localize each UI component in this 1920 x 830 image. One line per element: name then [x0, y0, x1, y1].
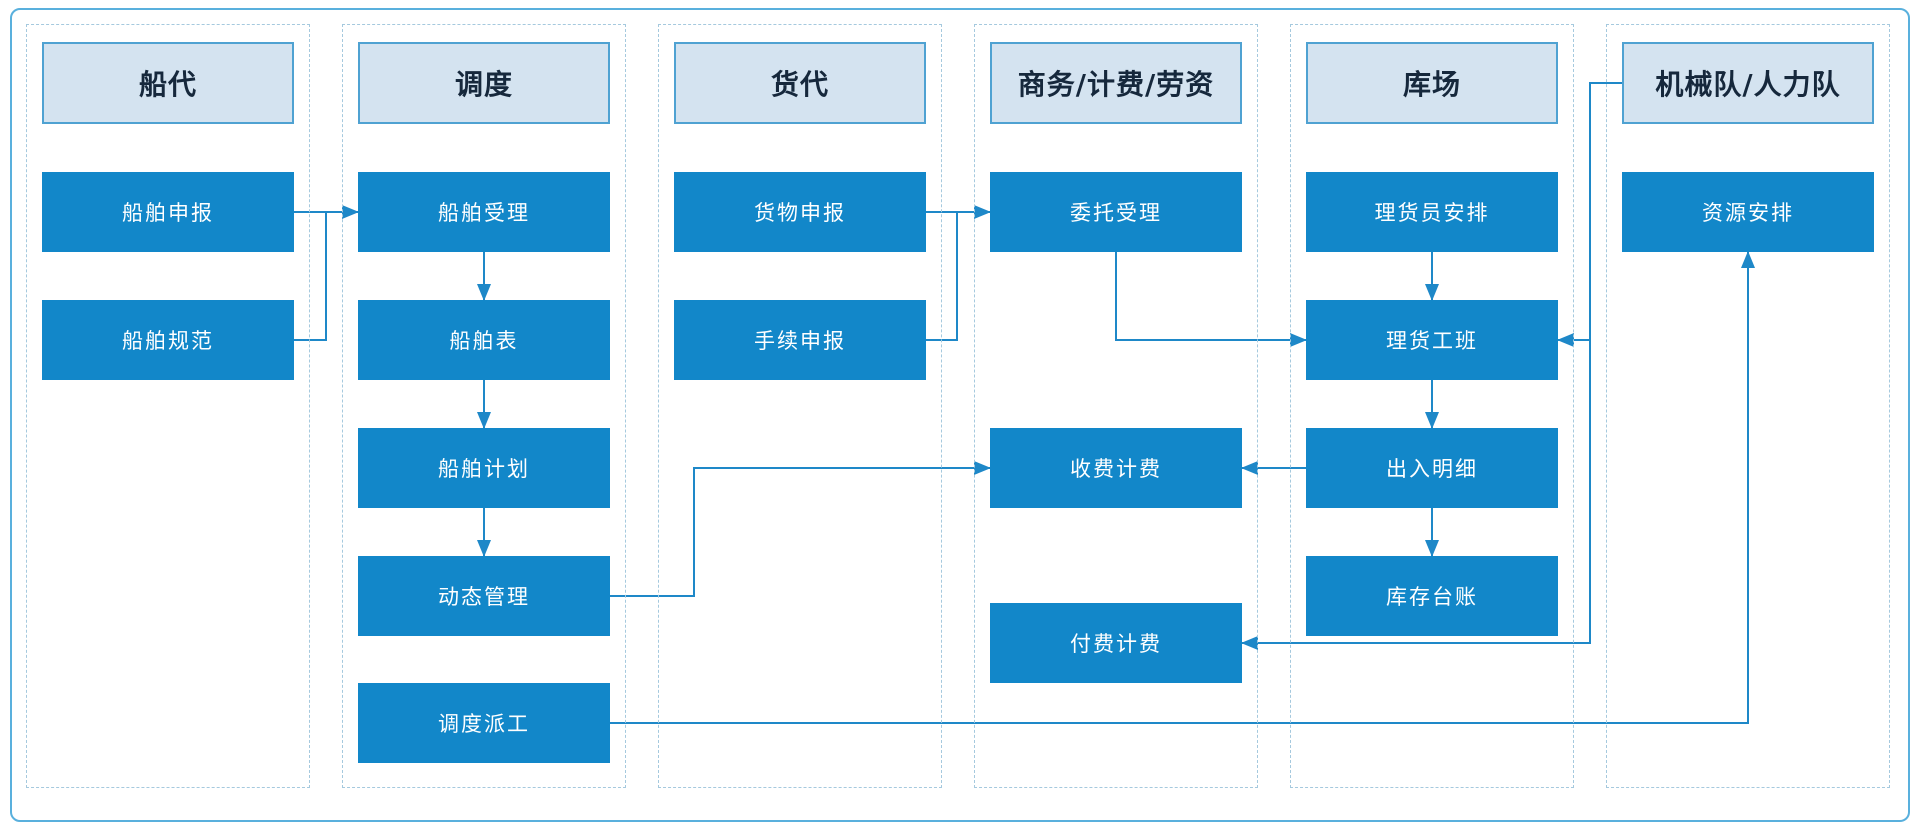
node-tally-shift: 理货工班	[1306, 300, 1558, 380]
edge-dynamic-mgmt-to-charge-billing	[610, 461, 991, 597]
lane-yard	[1290, 24, 1574, 788]
node-inventory-ledger: 库存台账	[1306, 556, 1558, 636]
node-dispatch-assign: 调度派工	[358, 683, 610, 763]
lane-commerce-billing-labor	[974, 24, 1258, 788]
lane-machine-labor-team	[1606, 24, 1890, 788]
node-resource-arrange: 资源安排	[1622, 172, 1874, 252]
node-pay-billing: 付费计费	[990, 603, 1242, 683]
edge-procedure-declare-to-entrust-accept	[926, 212, 958, 341]
node-ship-declare: 船舶申报	[42, 172, 294, 252]
node-cargo-declare: 货物申报	[674, 172, 926, 252]
lane-dispatch	[342, 24, 626, 788]
node-inout-detail: 出入明细	[1306, 428, 1558, 508]
lane-ship-agent	[26, 24, 310, 788]
outer-frame	[10, 8, 1910, 822]
lane-header-dispatch: 调度	[358, 42, 610, 124]
lane-header-yard: 库场	[1306, 42, 1558, 124]
edge-ship-spec-to-ship-accept	[294, 212, 327, 341]
node-charge-billing: 收费计费	[990, 428, 1242, 508]
lane-header-freight-agent: 货代	[674, 42, 926, 124]
lane-header-commerce-billing-labor: 商务/计费/劳资	[990, 42, 1242, 124]
edge-entrust-accept-to-tally-shift	[1115, 252, 1307, 347]
edge-dispatch-assign-to-resource-arrange	[610, 251, 1755, 724]
lane-header-ship-agent: 船代	[42, 42, 294, 124]
node-tally-staff: 理货员安排	[1306, 172, 1558, 252]
node-ship-plan: 船舶计划	[358, 428, 610, 508]
node-ship-accept: 船舶受理	[358, 172, 610, 252]
lane-header-machine-labor-team: 机械队/人力队	[1622, 42, 1874, 124]
node-ship-spec: 船舶规范	[42, 300, 294, 380]
node-entrust-accept: 委托受理	[990, 172, 1242, 252]
lane-freight-agent	[658, 24, 942, 788]
node-procedure-declare: 手续申报	[674, 300, 926, 380]
node-dynamic-mgmt: 动态管理	[358, 556, 610, 636]
node-ship-table: 船舶表	[358, 300, 610, 380]
